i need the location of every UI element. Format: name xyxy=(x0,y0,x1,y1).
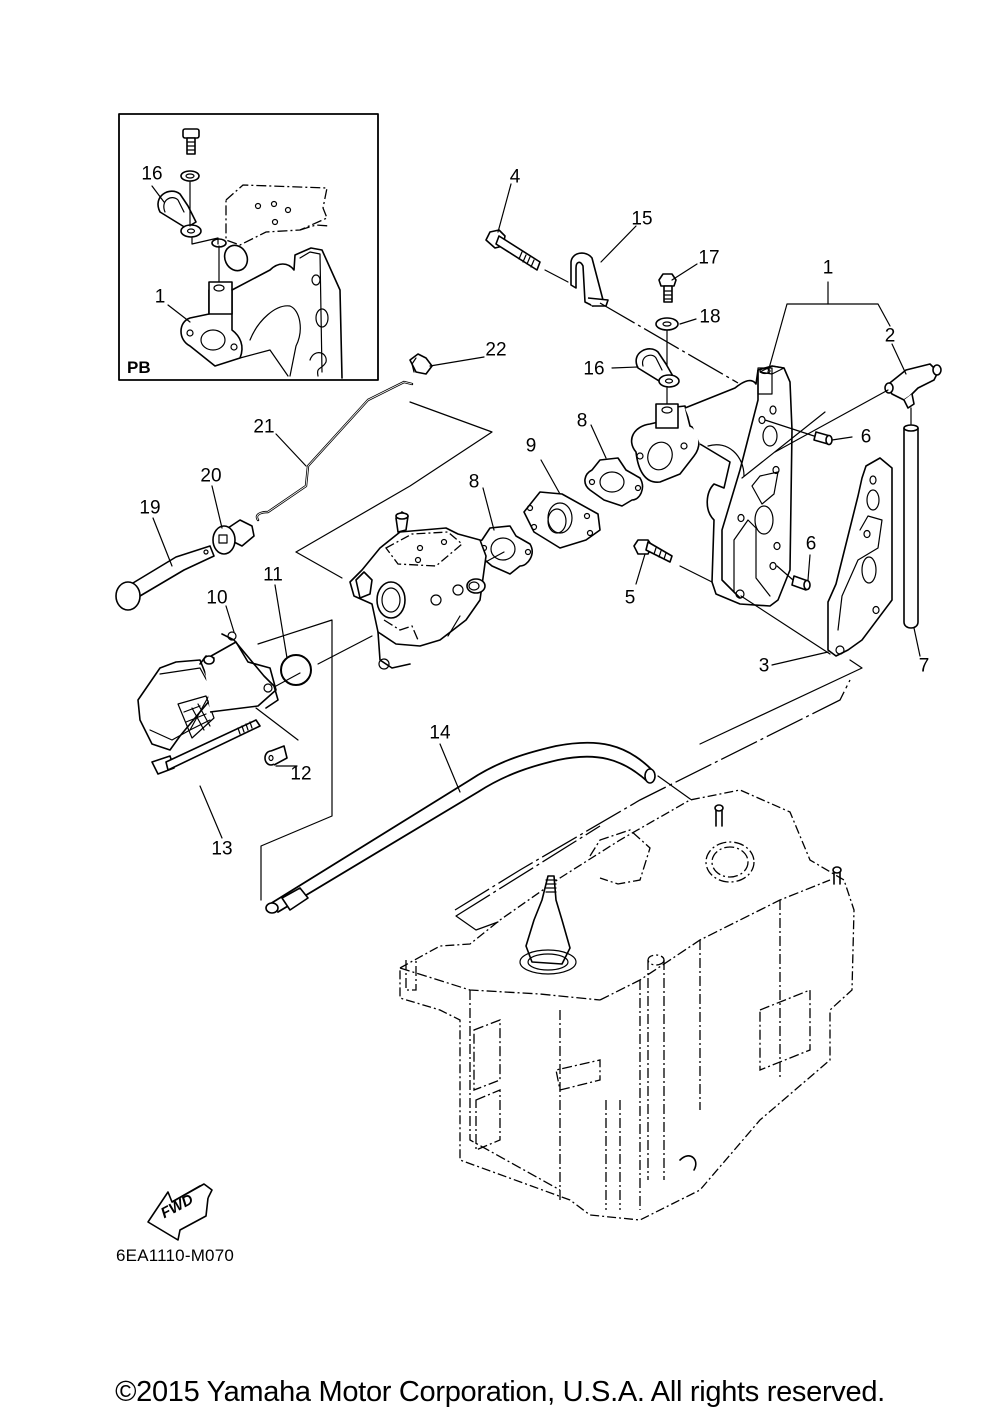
hose-14-icon xyxy=(265,741,656,914)
knob-20-icon xyxy=(212,519,255,555)
gasket-3-icon xyxy=(827,457,893,657)
engine-block-icon xyxy=(399,789,855,1221)
carburetor-icon xyxy=(0,0,487,670)
bolt-17-icon xyxy=(658,273,677,303)
inset-washer-icon xyxy=(180,170,200,182)
inset-bolt-icon xyxy=(182,128,200,155)
spacer-9-icon xyxy=(523,491,601,549)
callout-20: 20 xyxy=(200,465,222,487)
pb-inset xyxy=(118,113,379,381)
callout-7: 7 xyxy=(918,655,930,677)
callout-2: 2 xyxy=(884,325,896,347)
clip-22-icon xyxy=(409,353,433,375)
gasket-8-right-icon xyxy=(584,457,644,507)
callout-leaders xyxy=(152,183,921,839)
callout-18: 18 xyxy=(699,306,721,328)
callout-8-right: 8 xyxy=(576,410,588,432)
bolt-4-icon xyxy=(485,229,541,271)
hose-7-icon xyxy=(903,424,919,629)
callout-5: 5 xyxy=(624,587,636,609)
callout-15: 15 xyxy=(631,208,653,230)
callout-17: 17 xyxy=(698,247,720,269)
callout-12: 12 xyxy=(290,763,312,785)
callout-4: 4 xyxy=(509,166,521,188)
callout-14: 14 xyxy=(429,722,451,744)
copyright-notice: ©2015 Yamaha Motor Corporation, U.S.A. A… xyxy=(115,1376,885,1408)
callout-19: 19 xyxy=(139,497,161,519)
callout-9: 9 xyxy=(525,435,537,457)
clamp-16-icon xyxy=(635,348,680,388)
callout-1: 1 xyxy=(822,257,834,279)
hose-fitting-2-icon xyxy=(884,363,942,409)
callout-3: 3 xyxy=(758,655,770,677)
o-ring-11-icon xyxy=(280,654,312,686)
callout-13: 13 xyxy=(211,838,233,860)
callout-21: 21 xyxy=(253,416,275,438)
dowel-pin-6-lower-icon xyxy=(791,575,811,591)
intake-manifold-1-icon xyxy=(630,365,793,607)
washer-18-icon xyxy=(655,317,679,331)
inset-callout-1: 1 xyxy=(154,286,166,308)
inset-clamp-icon xyxy=(157,190,202,238)
dowel-pin-6-upper-icon xyxy=(813,431,833,446)
inset-callout-16: 16 xyxy=(141,163,163,185)
fwd-arrow-icon xyxy=(147,1183,213,1241)
callout-22: 22 xyxy=(485,339,507,361)
callout-10: 10 xyxy=(206,587,228,609)
callout-11: 11 xyxy=(263,564,283,586)
callout-6-upper: 6 xyxy=(860,426,872,448)
callout-8-left: 8 xyxy=(468,471,480,493)
inset-label: PB xyxy=(127,358,151,377)
drawing-code: 6EA1110-M070 xyxy=(116,1246,235,1265)
choke-rod-21-icon xyxy=(255,380,414,522)
choke-shaft-19-icon xyxy=(115,545,215,611)
silencer-10-icon xyxy=(137,631,279,751)
callout-16: 16 xyxy=(583,358,605,380)
bolt-13-icon xyxy=(151,719,261,775)
bolt-5-icon xyxy=(633,539,673,563)
callout-6-lower: 6 xyxy=(805,533,817,555)
collar-12-icon xyxy=(264,745,288,766)
